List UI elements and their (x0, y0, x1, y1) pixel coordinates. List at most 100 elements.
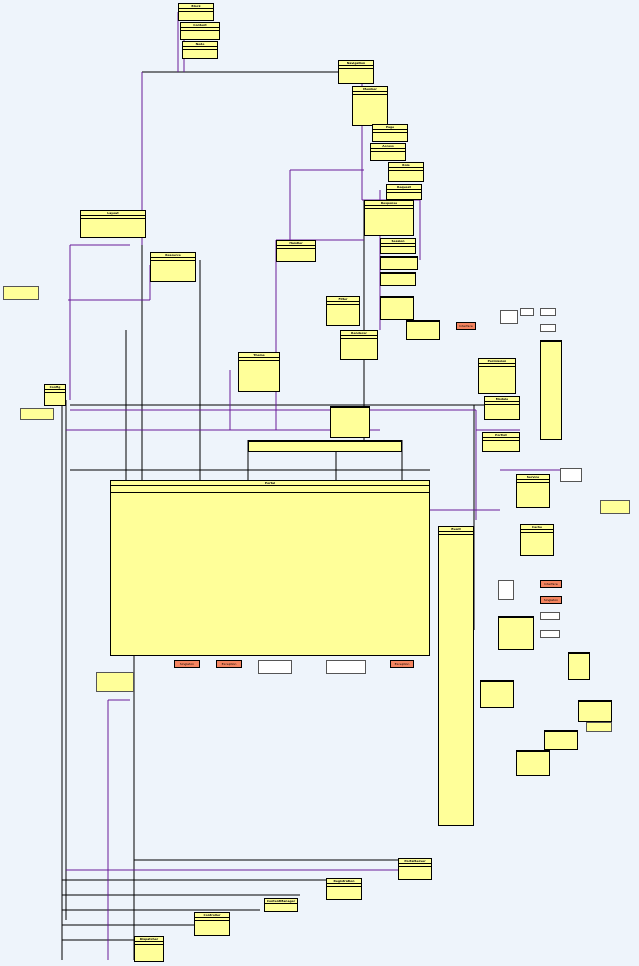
class-methods (179, 12, 213, 14)
stereotype-box-3: Exception (390, 660, 414, 668)
class-attributes (341, 336, 377, 339)
class-event: Event (438, 526, 474, 826)
class-title: Node (183, 42, 217, 47)
class-attributes (521, 530, 553, 533)
class-attributes (277, 246, 315, 249)
class-methods (407, 322, 439, 324)
class-attributes (45, 390, 65, 393)
note-config (20, 408, 54, 420)
class-mid-6 (330, 406, 370, 438)
stereotype-box-2: Exception (216, 660, 242, 668)
class-member: Member (352, 86, 388, 126)
class-title (541, 341, 561, 342)
class-title (249, 441, 401, 442)
class-config: Config (44, 384, 66, 406)
class-methods (327, 887, 361, 889)
class-methods (387, 193, 421, 195)
class-methods (339, 69, 373, 71)
class-title: Config (45, 385, 65, 390)
note-13 (96, 672, 134, 692)
class-title (545, 731, 577, 732)
class-methods (81, 219, 145, 221)
class-methods (265, 904, 297, 906)
class-attributes (353, 92, 387, 95)
class-attributes (371, 149, 405, 152)
class-title: Handler (277, 241, 315, 246)
class-title: Permission (479, 359, 515, 364)
class-access: Access (370, 143, 406, 161)
class-cache: Cache (520, 524, 554, 556)
class-title: Cache (521, 525, 553, 530)
class-methods (151, 261, 195, 263)
class-right-8 (568, 652, 590, 680)
class-attributes (239, 358, 279, 361)
class-methods (371, 152, 405, 154)
class-title: Module (485, 397, 519, 402)
note-7 (540, 630, 560, 638)
class-right-9 (578, 700, 612, 722)
class-methods (541, 342, 561, 344)
class-attributes (151, 258, 195, 261)
stereotype-box-4: Interface (456, 322, 476, 330)
class-right-7 (498, 616, 534, 650)
class-title: Member (353, 87, 387, 92)
class-title: Access (371, 144, 405, 149)
class-title: PortalServer (399, 859, 431, 864)
class-block: Block (178, 3, 214, 21)
class-right-10 (544, 730, 578, 750)
class-title: Content (181, 23, 219, 28)
class-attributes (135, 942, 163, 945)
class-methods (373, 133, 407, 135)
class-title: Layout (81, 211, 145, 216)
class-theme: Theme (238, 352, 280, 392)
class-title: Response (365, 201, 413, 206)
class-title (517, 751, 549, 752)
note-5 (498, 580, 514, 600)
class-title: Dispatcher (135, 937, 163, 942)
class-attributes (183, 47, 217, 50)
class-title (499, 617, 533, 618)
class-methods (499, 618, 533, 620)
class-content-manager: ContentManager (264, 898, 298, 912)
note-left (3, 286, 39, 300)
class-extra-4 (406, 320, 440, 340)
class-registration: Registration (326, 878, 362, 900)
class-methods (331, 408, 369, 410)
class-module: Module (484, 396, 520, 420)
class-resource: Resource (150, 252, 196, 282)
note-11 (258, 660, 292, 674)
class-attributes (439, 532, 473, 535)
class-title (569, 653, 589, 654)
class-methods (365, 209, 413, 211)
note-10 (586, 722, 612, 732)
class-attributes (399, 864, 431, 867)
class-title: Filter (327, 297, 359, 302)
class-methods (195, 921, 229, 923)
class-title: Resource (151, 253, 195, 258)
class-title (381, 273, 415, 274)
class-title (331, 407, 369, 408)
class-page: Page (372, 124, 408, 142)
class-extra-2 (380, 272, 416, 286)
class-title: Renderer (341, 331, 377, 336)
class-attributes (327, 884, 361, 887)
class-title (579, 701, 611, 702)
note-3 (540, 308, 556, 316)
class-content: Content (180, 22, 220, 40)
note-12 (326, 660, 366, 674)
class-title: Portlet (483, 433, 519, 438)
class-methods (45, 393, 65, 395)
class-attributes (365, 206, 413, 209)
class-methods (479, 367, 515, 369)
class-title: Role (389, 163, 423, 168)
class-title: Service (517, 475, 549, 480)
class-attributes (373, 130, 407, 133)
class-title: Request (387, 185, 421, 190)
class-node: Node (182, 41, 218, 59)
class-methods (381, 258, 417, 260)
class-methods (277, 249, 315, 251)
class-methods (327, 305, 359, 307)
note-1 (500, 310, 518, 324)
class-attributes (387, 190, 421, 193)
